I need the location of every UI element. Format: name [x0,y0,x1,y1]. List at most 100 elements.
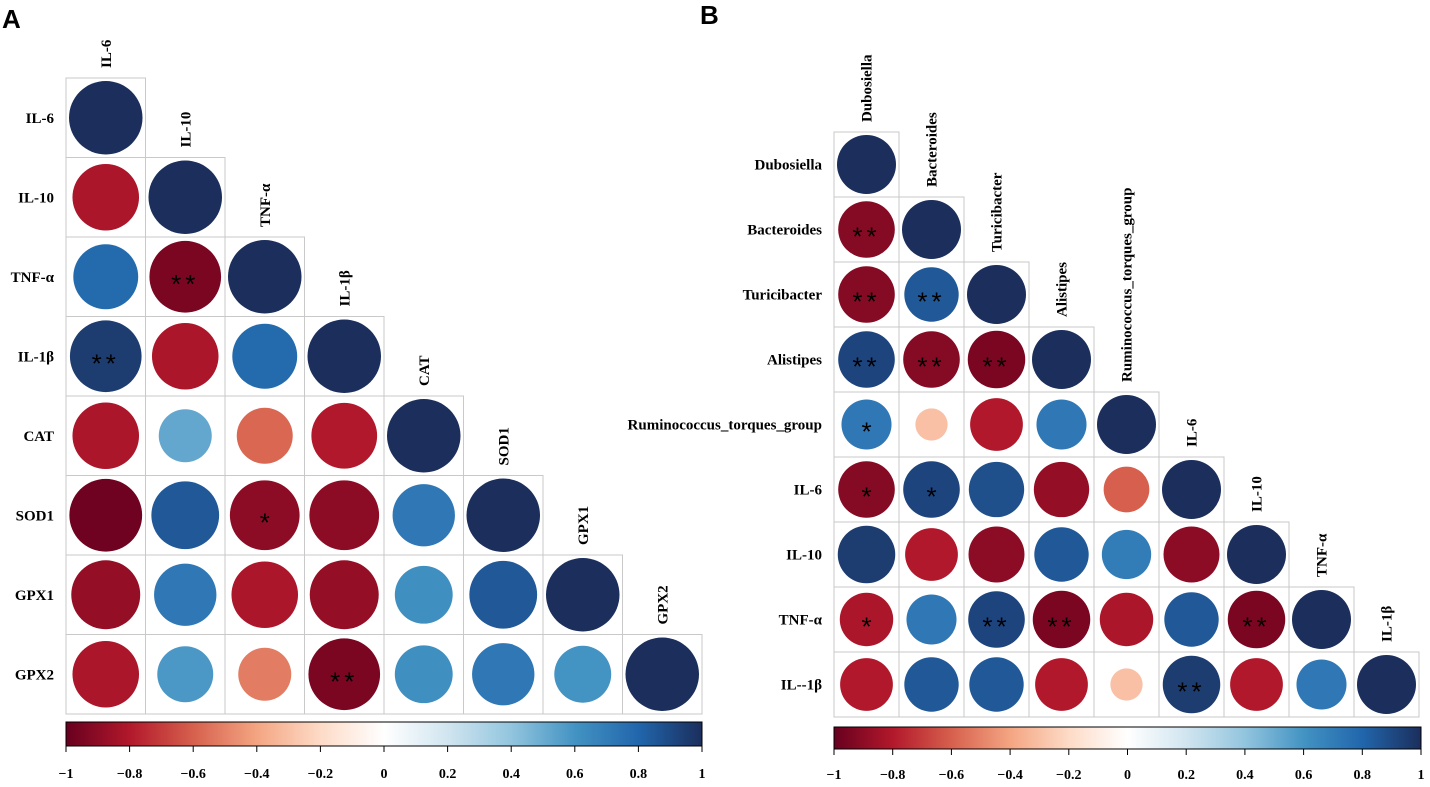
colorbar-tick-label: 0 [1124,768,1131,783]
correlation-circle [968,591,1025,648]
correlation-circle [151,481,220,550]
significance-marker: ** [1047,612,1075,642]
correlation-circle [1036,399,1087,450]
correlation-circle [308,638,381,711]
correlation-circle [967,330,1026,389]
colorbar-tick-label: 0.6 [566,767,584,782]
colorbar-tick-label: 1 [699,767,706,782]
colorbar-tick-label: 0 [381,767,388,782]
row-label: SOD1 [16,508,54,524]
correlation-circle [903,331,960,388]
correlation-circle [625,637,699,711]
correlation-circle [968,526,1025,583]
correlation-circle [546,558,620,632]
significance-marker: * [861,417,871,447]
correlation-circle [902,200,961,259]
correlation-circle [904,267,959,322]
colorbar [65,721,703,747]
significance-marker: * [260,507,270,537]
column-label: CAT [417,355,433,386]
significance-marker: ** [1177,677,1205,707]
correlation-circle [905,528,958,581]
correlation-circle [838,266,895,323]
column-label: SOD1 [496,427,512,465]
correlation-circle [309,480,380,551]
correlation-circle [231,561,299,629]
correlation-circle [1097,395,1156,454]
correlation-circle [904,657,959,712]
correlation-circle [1032,590,1091,649]
significance-marker: ** [92,348,120,378]
correlation-circle [158,409,212,463]
correlation-circle [903,461,960,518]
correlation-circle [838,461,895,518]
correlation-circle [1034,527,1089,582]
row-label: Bacteroides [747,223,822,239]
correlation-circle [392,484,455,547]
row-label: IL-6 [794,483,823,499]
column-label: IL-10 [1250,476,1266,512]
column-label: IL-6 [99,39,115,68]
correlation-circle [394,645,453,704]
correlation-circle [1162,655,1221,714]
row-label: Dubosiella [754,158,822,174]
correlation-circle [71,560,141,630]
row-label: TNF-α [779,613,823,629]
correlation-circle [72,402,140,470]
row-label: GPX1 [15,588,54,604]
column-label: TNF-α [1315,533,1331,577]
column-label: GPX1 [576,506,592,545]
correlation-circle [154,563,217,626]
colorbar-tick-label: −0.8 [117,767,142,782]
correlation-circle [1101,529,1152,580]
column-label: Ruminococcus_torques_group [1120,188,1136,382]
significance-marker: ** [917,287,945,317]
correlation-circle [72,640,140,708]
row-label: CAT [23,429,54,445]
row-label: Ruminococcus_torques_group [628,418,822,434]
correlation-circle [1033,461,1090,518]
colorbar-tick-label: 0.4 [502,767,520,782]
panel-b: BDubosiellaBacteroides**Turicibacter****… [628,0,1425,783]
significance-marker: * [861,612,871,642]
row-label: IL--1β [781,678,822,694]
row-label: Turicibacter [743,288,823,304]
significance-marker: ** [982,612,1010,642]
column-label: IL-6 [1185,418,1201,447]
correlation-circle [906,594,957,645]
row-label: GPX2 [15,667,54,683]
panel-letter-b: B [700,0,719,30]
correlation-circle [837,135,896,194]
correlation-circle [1357,655,1416,714]
correlation-circle [969,657,1024,712]
significance-marker: ** [852,222,880,252]
column-label: GPX2 [655,585,671,624]
correlation-circle [236,407,293,464]
row-label: IL-1β [18,349,54,365]
column-label: IL-1β [337,270,353,306]
correlation-circle [838,331,895,388]
correlation-circle [1162,460,1221,519]
correlation-circle [1164,592,1219,647]
correlation-circle [1032,330,1091,389]
colorbar-tick-label: −0.2 [1056,768,1081,783]
colorbar-tick-label: −0.4 [997,768,1022,783]
correlation-circle [837,525,896,584]
colorbar-tick-label: −0.4 [244,767,269,782]
correlation-circle [472,643,535,706]
column-label: IL-10 [178,112,194,148]
colorbar [833,726,1422,750]
panel-a: AIL-6IL-10TNF-α**IL-1β**CATSOD1*GPX1GPX2… [2,4,706,782]
column-label: Alistipes [1055,262,1071,317]
correlation-circle [466,478,540,552]
correlation-circle [1103,466,1150,513]
colorbar-tick-label: −0.2 [308,767,333,782]
significance-marker: ** [171,269,199,299]
colorbar-tick-label: 0.4 [1236,768,1254,783]
correlation-circle [69,320,142,393]
correlation-circle [148,160,222,234]
correlation-circle [309,560,379,630]
correlation-circle [838,201,895,258]
colorbar-tick-label: 0.6 [1295,768,1313,783]
